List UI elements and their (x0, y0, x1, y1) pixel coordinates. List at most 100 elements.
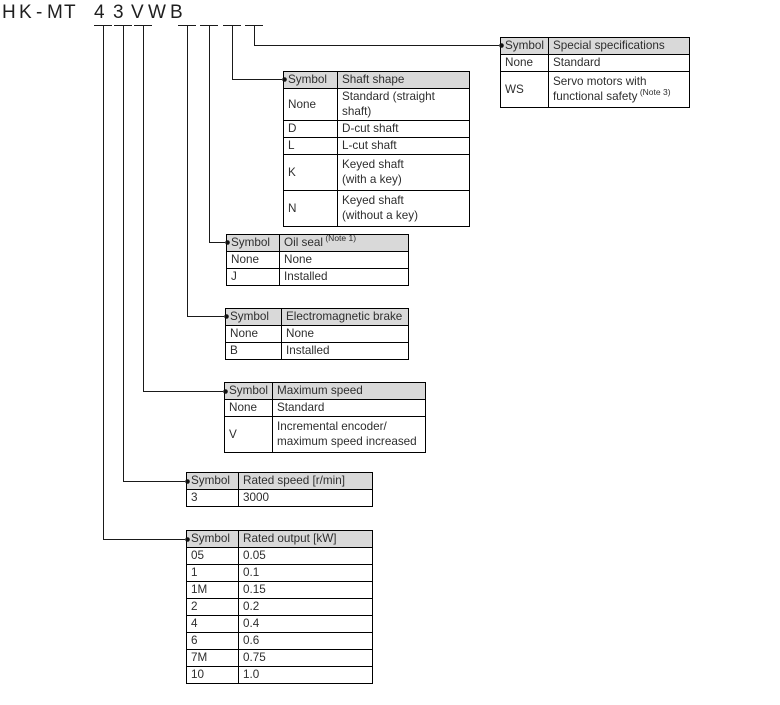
model-char-3: 3 (113, 2, 124, 23)
cell-symbol: K (283, 154, 338, 191)
header-symbol: Symbol (186, 472, 239, 490)
cell-symbol: 10 (186, 666, 239, 684)
cell-note: (Note 1) (322, 234, 357, 244)
cell-description: Standard (272, 399, 426, 417)
header-description: Rated output [kW] (238, 530, 373, 548)
cell-symbol: L (283, 137, 338, 155)
connector-electromagnetic-brake (187, 25, 224, 317)
cell-description: Installed (279, 268, 409, 286)
model-char-4: 4 (94, 2, 105, 23)
cell-description: 3000 (238, 489, 373, 507)
cell-symbol: 3 (186, 489, 239, 507)
cell-description: 0.4 (238, 615, 373, 633)
cell-description: Standard (548, 54, 690, 72)
cell-description: 0.6 (238, 632, 373, 650)
cell-description: Standard (straight shaft) (337, 88, 470, 121)
cell-description: None (279, 251, 409, 269)
cell-description: Keyed shaft (without a key) (337, 190, 470, 227)
cell-description: L-cut shaft (337, 137, 470, 155)
connector-special-specifications (254, 25, 499, 46)
connector-shaft-shape (232, 25, 282, 80)
cell-description: Keyed shaft (with a key) (337, 154, 470, 191)
cell-symbol: 7M (186, 649, 239, 667)
cell-symbol: None (283, 88, 338, 121)
model-char-t: T (64, 2, 76, 23)
cell-description: 0.1 (238, 564, 373, 582)
cell-symbol: J (226, 268, 280, 286)
cell-symbol: WS (500, 71, 549, 108)
cell-description: Incremental encoder/ maximum speed incre… (272, 416, 426, 453)
connector-maximum-speed (143, 25, 223, 392)
cell-symbol: N (283, 190, 338, 227)
cell-symbol: 4 (186, 615, 239, 633)
model-char-hyphen: - (36, 2, 43, 23)
cell-description: Installed (281, 342, 409, 360)
cell-description: 0.15 (238, 581, 373, 599)
model-char-v: V (131, 2, 144, 23)
connector-rated-output (103, 25, 185, 540)
model-char-b: B (170, 2, 183, 23)
header-description: Electromagnetic brake (281, 308, 409, 326)
cell-symbol: 1 (186, 564, 239, 582)
cell-text: Oil seal (284, 236, 323, 249)
cell-symbol: None (226, 251, 280, 269)
cell-description: D-cut shaft (337, 120, 470, 138)
header-description: Oil seal (Note 1) (279, 234, 409, 252)
connector-oil-seal (209, 25, 225, 243)
cell-description: 0.2 (238, 598, 373, 616)
cell-note: (Note 3) (637, 87, 671, 98)
cell-text: Servo motors with functional safety (553, 75, 647, 103)
cell-symbol: 05 (186, 547, 239, 565)
header-symbol: Symbol (225, 308, 282, 326)
model-char-w: W (148, 2, 166, 23)
model-char-k: K (19, 2, 32, 23)
cell-description: 0.75 (238, 649, 373, 667)
cell-symbol: D (283, 120, 338, 138)
cell-symbol: None (224, 399, 273, 417)
cell-description: Servo motors with functional safety (Not… (548, 71, 690, 108)
header-symbol: Symbol (186, 530, 239, 548)
model-char-h: H (2, 2, 16, 23)
cell-symbol: B (225, 342, 282, 360)
cell-description: 1.0 (238, 666, 373, 684)
cell-description: None (281, 325, 409, 343)
model-char-m: M (47, 2, 63, 23)
header-description: Shaft shape (337, 71, 470, 89)
cell-description: 0.05 (238, 547, 373, 565)
